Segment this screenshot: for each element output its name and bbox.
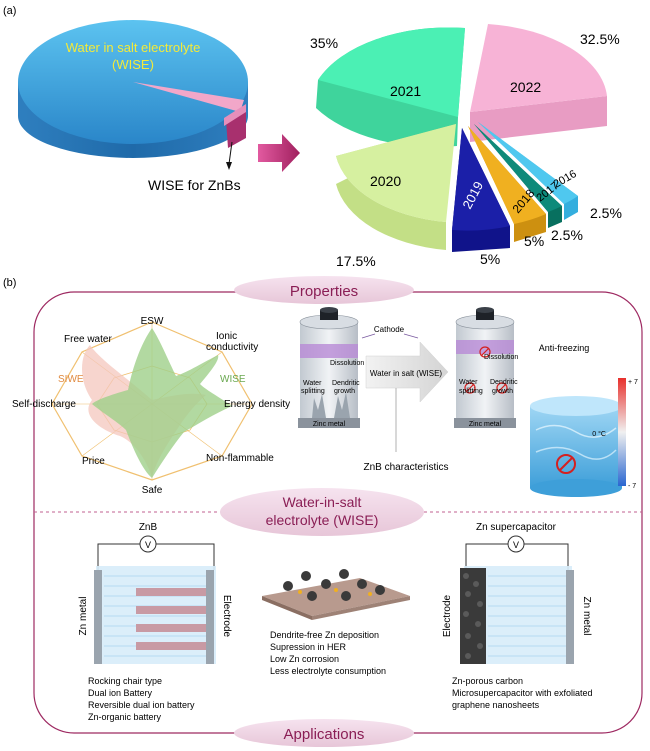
- radar-self-discharge: Self-discharge: [12, 399, 76, 410]
- znb-v: V: [145, 540, 151, 550]
- big-pie-label-1: Water in salt electrolyte: [66, 40, 201, 55]
- wise-arrow-text: Water in salt (WISE): [370, 369, 442, 378]
- znb-list-2: Reversible dual ion battery: [88, 700, 195, 710]
- exploded-pie: [316, 24, 607, 252]
- scale-top: + 7: [628, 379, 638, 386]
- battery2-growth: growth: [492, 388, 513, 395]
- battery-after: [454, 307, 516, 428]
- slice-label-2021: 2021: [390, 83, 421, 99]
- big-pie: [18, 20, 248, 158]
- znb-electrode: Electrode: [221, 595, 232, 638]
- supercap-list-2: graphene nanosheets: [452, 700, 540, 710]
- battery2-zinc-metal: Zinc metal: [469, 421, 502, 428]
- zn-substrate: [262, 569, 410, 620]
- pct-2017: 2.5%: [551, 227, 583, 243]
- no-freeze-icon: [556, 454, 576, 474]
- znb-characteristics: ZnB characteristics: [363, 462, 448, 473]
- battery2-dissolution: Dissolution: [484, 354, 518, 361]
- battery-splitting: splitting: [301, 388, 325, 395]
- supercap-list-1: Microsupercapacitor with exfoliated: [452, 688, 593, 698]
- supercap-cell: [460, 535, 574, 664]
- znb-list-3: Zn-organic battery: [88, 712, 162, 722]
- radar-chart: [51, 321, 253, 481]
- radar-ionic-1: Ionic: [216, 331, 237, 342]
- battery-dendritic: Dendritic: [332, 380, 360, 387]
- pct-2018: 5%: [524, 233, 544, 249]
- znb-list-1: Dual ion Battery: [88, 688, 153, 698]
- slice-label-2020: 2020: [370, 173, 401, 189]
- battery2-water: Water: [459, 379, 478, 386]
- battery-water: Water: [303, 380, 322, 387]
- pct-2021: 35%: [310, 35, 338, 51]
- no-dendrite-icon: [496, 382, 508, 394]
- znb-cell: [94, 535, 216, 664]
- radar-energy-density: Energy density: [224, 399, 290, 410]
- slice-label-2022: 2022: [510, 79, 541, 95]
- battery-growth: growth: [334, 388, 355, 395]
- radar-price: Price: [82, 456, 105, 467]
- wise-arrow: [365, 341, 449, 403]
- radar-non-flammable: Non-flammable: [206, 453, 274, 464]
- supercap-v: V: [513, 540, 519, 550]
- anti-freezing-vessel: [530, 396, 622, 497]
- slice-2022: [470, 96, 607, 142]
- znb-zn-metal: Zn metal: [78, 597, 89, 636]
- big-pie-label-2: (WISE): [112, 57, 154, 72]
- battery-dissolution: Dissolution: [330, 360, 364, 367]
- radar-free-water: Free water: [64, 334, 112, 345]
- radar-siwe: SIWE: [58, 374, 84, 385]
- battery-zinc-metal: Zinc metal: [313, 421, 346, 428]
- supercap-voltmeter-icon: [507, 535, 525, 553]
- znb-title: ZnB: [139, 522, 158, 533]
- anti-freezing-title: Anti-freezing: [539, 343, 590, 353]
- applications-pill: [234, 719, 414, 747]
- battery2-dendritic: Dendritic: [490, 379, 518, 386]
- panel-a-label: (a): [3, 5, 16, 17]
- battery-before: [298, 307, 360, 428]
- scale-bot: - 7: [628, 483, 636, 490]
- supercap-title: Zn supercapacitor: [476, 522, 557, 533]
- battery-cathode: Cathode: [374, 325, 405, 334]
- supercap-list-0: Zn-porous carbon: [452, 676, 523, 686]
- supercap-zn-metal: Zn metal: [581, 597, 592, 636]
- center-list-3: Less electrolyte consumption: [270, 666, 386, 676]
- no-dissolution-icon: [479, 346, 491, 358]
- applications-title: Applications: [284, 726, 365, 743]
- wise-area: [92, 328, 232, 478]
- wise-pill: [220, 488, 424, 536]
- battery2-splitting: splitting: [459, 388, 483, 395]
- supercap-electrode: Electrode: [442, 594, 453, 637]
- radar-ionic-2: conductivity: [206, 342, 258, 353]
- scale-mid: 0 °C: [592, 430, 606, 438]
- callout-line: [228, 141, 233, 165]
- properties-title: Properties: [290, 283, 358, 300]
- pct-2022: 32.5%: [580, 31, 620, 47]
- radar-safe: Safe: [142, 485, 163, 496]
- pct-2016: 2.5%: [590, 205, 622, 221]
- pct-2019: 5%: [480, 251, 500, 267]
- center-list-2: Low Zn corrosion: [270, 654, 339, 664]
- panel-b-label: (b): [3, 277, 16, 289]
- pct-2020: 17.5%: [336, 253, 376, 269]
- wise-wedge: [133, 82, 244, 112]
- wise-title-1: Water-in-salt: [283, 494, 362, 510]
- center-list-1: Supression in HER: [270, 642, 347, 652]
- radar-wise: WISE: [220, 374, 246, 385]
- wise-title-2: electrolyte (WISE): [266, 512, 379, 528]
- properties-pill: [234, 276, 414, 304]
- no-splitting-icon: [464, 382, 476, 394]
- znb-voltmeter-icon: [139, 535, 157, 553]
- slice-2016: [478, 122, 578, 220]
- center-list-0: Dendrite-free Zn deposition: [270, 630, 379, 640]
- temperature-scale: [618, 378, 626, 486]
- transition-arrow: [258, 134, 300, 172]
- radar-esw: ESW: [141, 316, 164, 327]
- callout-text: WISE for ZnBs: [148, 177, 241, 193]
- znb-list-0: Rocking chair type: [88, 676, 162, 686]
